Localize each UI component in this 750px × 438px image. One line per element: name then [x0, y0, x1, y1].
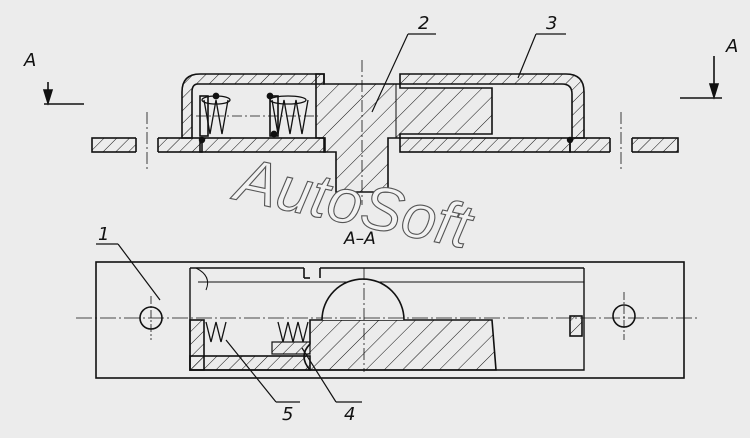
callout-1: 1: [98, 224, 109, 245]
callout-2: 2: [418, 13, 429, 34]
lower-rail: [189, 355, 311, 371]
slider-body: [315, 73, 493, 193]
spring-bottom-left: [205, 321, 227, 343]
callout-4: 4: [344, 404, 355, 425]
spring-bottom-right: [277, 321, 309, 343]
section-label-right: A: [725, 36, 738, 57]
right-stop: [569, 315, 583, 337]
section-label-left: A: [23, 50, 36, 71]
section-title: A–A: [343, 229, 376, 249]
left-wall: [189, 319, 205, 371]
spring-right: [269, 95, 309, 135]
flange-hole-left: [136, 137, 158, 153]
latch-cam: [321, 278, 405, 321]
base-plate-right-inner: [399, 137, 571, 153]
callout-leaders: [96, 33, 566, 403]
section-marker-right: [680, 56, 722, 100]
top-section-view: [91, 60, 679, 205]
bottom-plan-view: [76, 261, 700, 379]
slider-block: [303, 319, 497, 371]
callout-5: 5: [282, 404, 293, 425]
section-marker-left: [42, 82, 84, 106]
callout-3: 3: [546, 13, 557, 34]
base-plate-outline: [95, 261, 685, 379]
flange-hole-right: [610, 137, 632, 153]
